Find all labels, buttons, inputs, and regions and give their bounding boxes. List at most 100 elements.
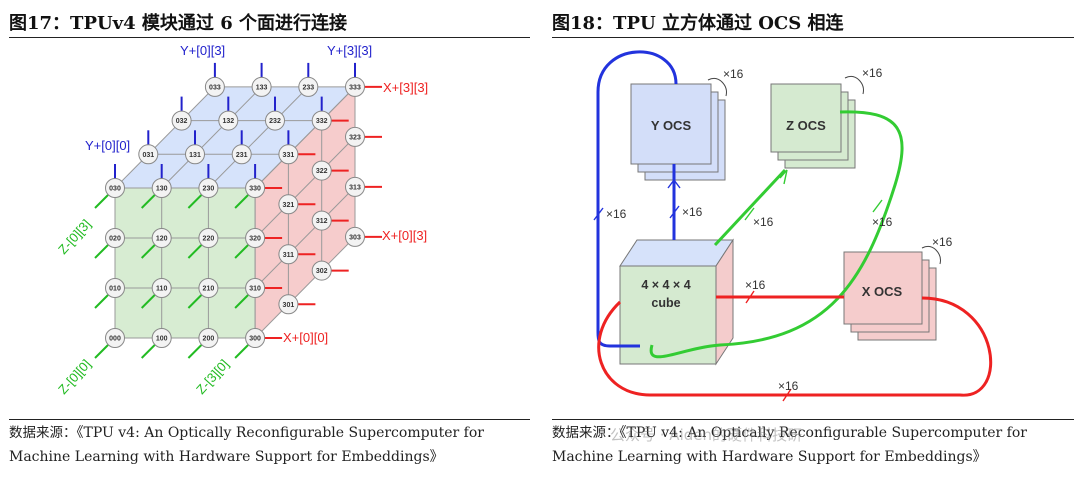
node-030 xyxy=(105,178,125,198)
label-y33: Y+[3][3] xyxy=(327,43,372,58)
link-stubs xyxy=(94,62,382,359)
node-label: 231 xyxy=(236,152,248,159)
node-label: 323 xyxy=(349,135,361,142)
node-131 xyxy=(185,144,205,165)
node-333 xyxy=(345,76,365,97)
grid-lines xyxy=(114,86,356,339)
node-label: 110 xyxy=(156,286,167,293)
z-stack-brace xyxy=(844,75,864,95)
node-label: 330 xyxy=(249,186,261,193)
node-label: 300 xyxy=(249,336,261,343)
node-000 xyxy=(105,328,125,348)
label-z00: Z-[0][0] xyxy=(55,356,94,397)
source-rule xyxy=(552,419,1074,420)
title-rule xyxy=(9,37,530,38)
node-020 xyxy=(105,228,125,248)
node-200 xyxy=(198,328,219,348)
node-300 xyxy=(245,328,266,348)
y-stack-brace xyxy=(707,77,727,97)
x-ticks xyxy=(745,290,792,402)
label-x33: X+[3][3] xyxy=(383,80,428,95)
tpu-cube-block xyxy=(619,238,734,366)
node-320 xyxy=(245,228,266,248)
x-ocs-box xyxy=(843,251,923,325)
y-ocs-stack xyxy=(630,83,726,181)
node-label: 333 xyxy=(349,85,361,92)
y-link-multiplier: ×16 xyxy=(682,205,703,219)
top-face xyxy=(115,87,355,188)
node-label: 032 xyxy=(176,118,188,125)
node-210 xyxy=(198,278,219,298)
y-ocs-box xyxy=(630,83,712,165)
figure-17-title: 图17：TPUv4 模块通过 6 个面进行连接 xyxy=(9,13,347,34)
title-rule xyxy=(552,37,1074,38)
node-032 xyxy=(171,110,192,131)
node-label: 132 xyxy=(222,118,234,125)
node-label: 311 xyxy=(283,252,294,259)
node-031 xyxy=(138,144,159,165)
label-x00: X+[0][0] xyxy=(283,330,328,345)
node-label: 210 xyxy=(203,286,215,293)
node-310 xyxy=(245,278,266,298)
node-312 xyxy=(311,210,332,231)
label-y03: Y+[0][3] xyxy=(180,43,225,58)
node-label: 020 xyxy=(109,236,121,243)
node-label: 321 xyxy=(283,202,295,209)
node-303 xyxy=(345,226,365,247)
node-label: 322 xyxy=(316,168,328,175)
label-z30: Z-[3][0] xyxy=(193,356,232,397)
ocs-diagram: Y OCS ×16 Z OCS ×16 X OCS ×16 4 × 4 × 4 … xyxy=(593,50,993,402)
node-label: 303 xyxy=(349,235,361,242)
node-label: 332 xyxy=(316,118,328,125)
node-232 xyxy=(265,110,285,131)
node-033 xyxy=(204,76,225,97)
left-loop-multiplier: ×16 xyxy=(606,207,627,221)
z-link-a-multiplier: ×16 xyxy=(753,215,774,229)
node-label: 010 xyxy=(109,286,121,293)
y-ocs-label: Y OCS xyxy=(651,118,692,133)
front-face xyxy=(115,188,255,338)
node-330 xyxy=(245,178,266,198)
x-stack-brace xyxy=(921,245,941,265)
node-label: 031 xyxy=(142,152,154,159)
node-313 xyxy=(345,176,365,197)
node-110 xyxy=(151,278,172,298)
label-y00: Y+[0][0] xyxy=(85,138,130,153)
x-ocs-stack xyxy=(843,251,937,341)
watermark: 公众号 · Aiden的硬件科技研 xyxy=(610,426,802,444)
node-label: 301 xyxy=(283,302,295,309)
node-301 xyxy=(278,294,299,315)
source-label: 数据来源： xyxy=(552,425,620,441)
node-323 xyxy=(345,126,365,147)
node-label: 312 xyxy=(316,218,328,225)
node-231 xyxy=(231,144,252,165)
node-label: 000 xyxy=(109,336,121,343)
node-label: 033 xyxy=(209,85,221,92)
cube-label-name: cube xyxy=(651,296,680,310)
node-label: 131 xyxy=(189,152,201,159)
z-stack-multiplier: ×16 xyxy=(862,66,883,80)
x-link-multiplier: ×16 xyxy=(745,278,766,292)
node-120 xyxy=(151,228,172,248)
node-label: 230 xyxy=(203,186,215,193)
figure-18-title: 图18：TPU 立方体通过 OCS 相连 xyxy=(552,13,844,34)
node-label: 030 xyxy=(109,186,121,193)
node-label: 200 xyxy=(203,336,215,343)
z-ocs-label: Z OCS xyxy=(786,118,826,133)
source-text-line1: 《TPU v4: An Optically Reconfigurable Sup… xyxy=(619,425,1027,441)
node-label: 320 xyxy=(249,236,261,243)
y-ticks xyxy=(593,179,681,221)
source-text-line1: 《TPU v4: An Optically Reconfigurable Sup… xyxy=(76,425,484,441)
x-ocs-label: X OCS xyxy=(862,284,903,299)
node-100 xyxy=(151,328,172,348)
z-links xyxy=(649,110,904,359)
node-label: 232 xyxy=(269,118,281,125)
node-label: 331 xyxy=(283,152,295,159)
node-233 xyxy=(298,76,319,97)
node-322 xyxy=(311,160,332,181)
label-z03: Z-[0][3] xyxy=(55,216,94,257)
figure-18-source: 数据来源：《TPU v4: An Optically Reconfigurabl… xyxy=(552,421,1027,469)
figure-17-source: 数据来源：《TPU v4: An Optically Reconfigurabl… xyxy=(9,421,484,469)
